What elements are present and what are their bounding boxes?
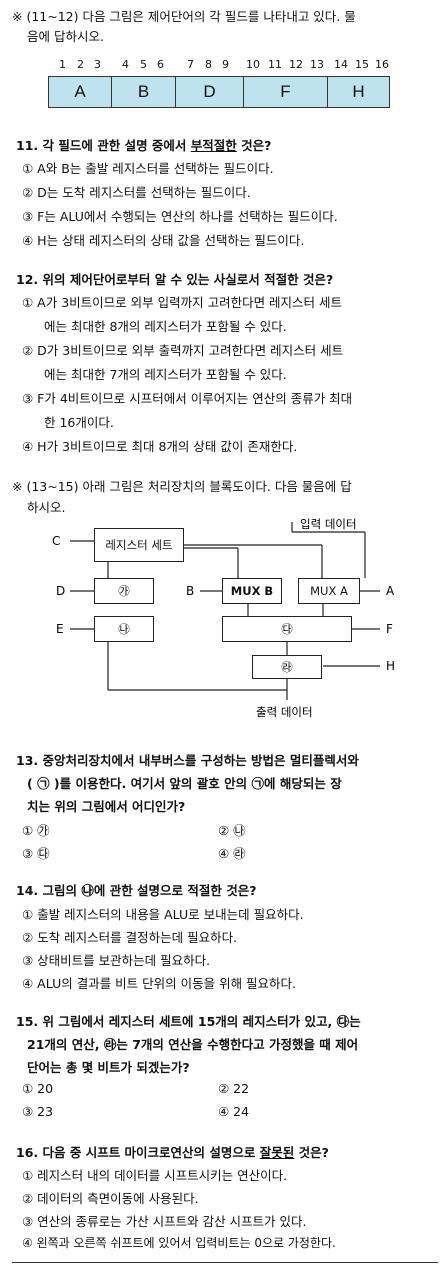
q13-option-1: ① ㉮ [22,823,50,838]
q12-stem: 12. 위의 제어단어로부터 알 수 있는 사실로서 적절한 것은? [16,272,334,287]
label-d: D [56,584,65,598]
q16-option-3: ③ 연산의 종류로는 가산 시프트와 감산 시프트가 있다. [22,1214,307,1229]
field-a: A [48,76,112,108]
bit-number: 2 [77,58,84,71]
bit-number: 7 [187,58,194,71]
bit-number: 10 [246,58,260,71]
intro2-line-2: 하시오. [27,500,66,515]
q15-option-3: ③ 23 [22,1104,54,1119]
q15-option-1: ① 20 [22,1081,54,1096]
q16-option-1: ① 레지스터 내의 데이터를 시프트시키는 연산이다. [22,1168,288,1183]
bit-number: 6 [157,58,164,71]
q16-option-2: ② 데이터의 측면이동에 사용된다. [22,1191,199,1206]
block-da-alu: ㉰ [222,616,352,642]
intro-line-2: 음에 답하시오. [27,29,104,44]
q13-option-2: ② ㉯ [218,823,246,838]
q15-stem-3: 단어는 총 몇 비트가 되겠는가? [27,1060,190,1075]
q11-option-2: ② D는 도착 레지스터를 선택하는 필드이다. [22,185,251,200]
q11-option-4: ④ H는 상태 레지스터의 상태 값을 선택하는 필드이다. [22,233,305,248]
bit-number: 3 [94,58,101,71]
bit-number: 12 [289,58,303,71]
q11-stem: 11. 각 필드에 관한 설명 중에서 부적절한 것은? [16,138,272,153]
label-c: C [52,534,60,548]
bit-number: 11 [268,58,282,71]
q11-option-3: ③ F는 ALU에서 수행되는 연산의 하나를 선택하는 필드이다. [22,209,338,224]
block-na: ㉯ [94,616,154,642]
q14-option-1: ① 출발 레지스터의 내용을 ALU로 보내는데 필요하다. [22,907,304,922]
q13-stem-2: ( ㉠ )를 이용한다. 여기서 앞의 괄호 안의 ㉠에 해당되는 장 [27,776,342,791]
q15-stem-2: 21개의 연산, ㉱는 7개의 연산을 수행한다고 가정했을 때 제어 [27,1037,359,1052]
field-d: D [175,76,244,108]
q12-option-1: ① A가 3비트이므로 외부 입력까지 고려한다면 레지스터 세트 [22,295,343,310]
block-ga: ㉮ [94,578,154,604]
intro2-line-1: ※ (13~15) 아래 그림은 처리장치의 블록도이다. 다음 물음에 답 [12,479,352,494]
q12-option-2-cont: 에는 최대한 7개의 레지스터가 포함될 수 있다. [44,367,287,382]
bit-number: 14 [334,58,348,71]
field-f: F [243,76,328,108]
mux-b-box: MUX B [222,578,282,604]
bit-number: 4 [122,58,129,71]
q15-option-4: ④ 24 [218,1104,250,1119]
block-ra-shifter: ㉱ [252,655,322,679]
q16-stem: 16. 다음 중 시프트 마이크로연산의 설명으로 잘못된 것은? [16,1145,329,1160]
input-data-label: 입력 데이터 [300,517,357,531]
bit-number: 5 [140,58,147,71]
bit-number: 8 [205,58,212,71]
q12-option-4: ④ H가 3비트이므로 최대 8개의 상태 값이 존재한다. [22,439,298,454]
q13-option-4: ④ ㉱ [218,846,246,861]
label-a: A [386,584,395,598]
bottom-divider [12,1262,438,1263]
q12-option-2: ② D가 3비트이므로 외부 출력까지 고려한다면 레지스터 세트 [22,343,344,358]
bit-number: 1 [59,58,66,71]
q15-stem-1: 15. 위 그림에서 레지스터 세트에 15개의 레지스터가 있고, ㉰는 [16,1014,361,1029]
mux-a-box: MUX A [298,578,360,604]
register-set-box: 레지스터 세트 [94,528,184,562]
q16-option-4: ④ 왼쪽과 오른쪽 쉬프트에 있어서 입력비트는 0으로 가정한다. [22,1236,336,1250]
output-data-label: 출력 데이터 [256,705,313,719]
q14-option-2: ② 도착 레지스터를 결정하는데 필요하다. [22,930,238,945]
label-e: E [56,622,64,636]
q14-option-3: ③ 상태비트를 보관하는데 필요하다. [22,953,211,968]
q14-stem: 14. 그림의 ㉯에 관한 설명으로 적절한 것은? [16,883,257,898]
processor-block-diagram: C D E B A F H 입력 데이터 출력 데이터 [52,517,395,719]
label-h: H [386,659,395,673]
q13-stem-1: 13. 중앙처리장치에서 내부버스를 구성하는 방법은 멀티플렉서와 [16,753,359,768]
q13-option-3: ③ ㉰ [22,846,50,861]
field-h: H [327,76,390,108]
label-b: B [186,584,194,598]
q16-keyword: 잘못된 [259,1145,295,1160]
q12-option-1-cont: 에는 최대한 8개의 레지스터가 포함될 수 있다. [44,319,287,334]
bit-number: 15 [355,58,369,71]
bit-number: 9 [222,58,229,71]
bit-number: 16 [375,58,389,71]
q11-option-1: ① A와 B는 출발 레지스터를 선택하는 필드이다. [22,161,274,176]
bit-number: 13 [310,58,324,71]
q11-keyword: 부적절한 [190,138,237,153]
q14-option-4: ④ ALU의 결과를 비트 단위의 이동을 위해 필요하다. [22,976,297,991]
q12-option-3-cont: 한 16개이다. [44,415,114,430]
label-f: F [386,622,393,636]
field-b: B [111,76,176,108]
q15-option-2: ② 22 [218,1081,250,1096]
q13-stem-3: 치는 위의 그림에서 어디인가? [27,799,186,814]
q12-option-3: ③ F가 4비트이므로 시프터에서 이루어지는 연산의 종류가 최대 [22,391,353,406]
intro-line-1: ※ (11~12) 다음 그림은 제어단어의 각 필드를 나타내고 있다. 물 [12,9,356,24]
